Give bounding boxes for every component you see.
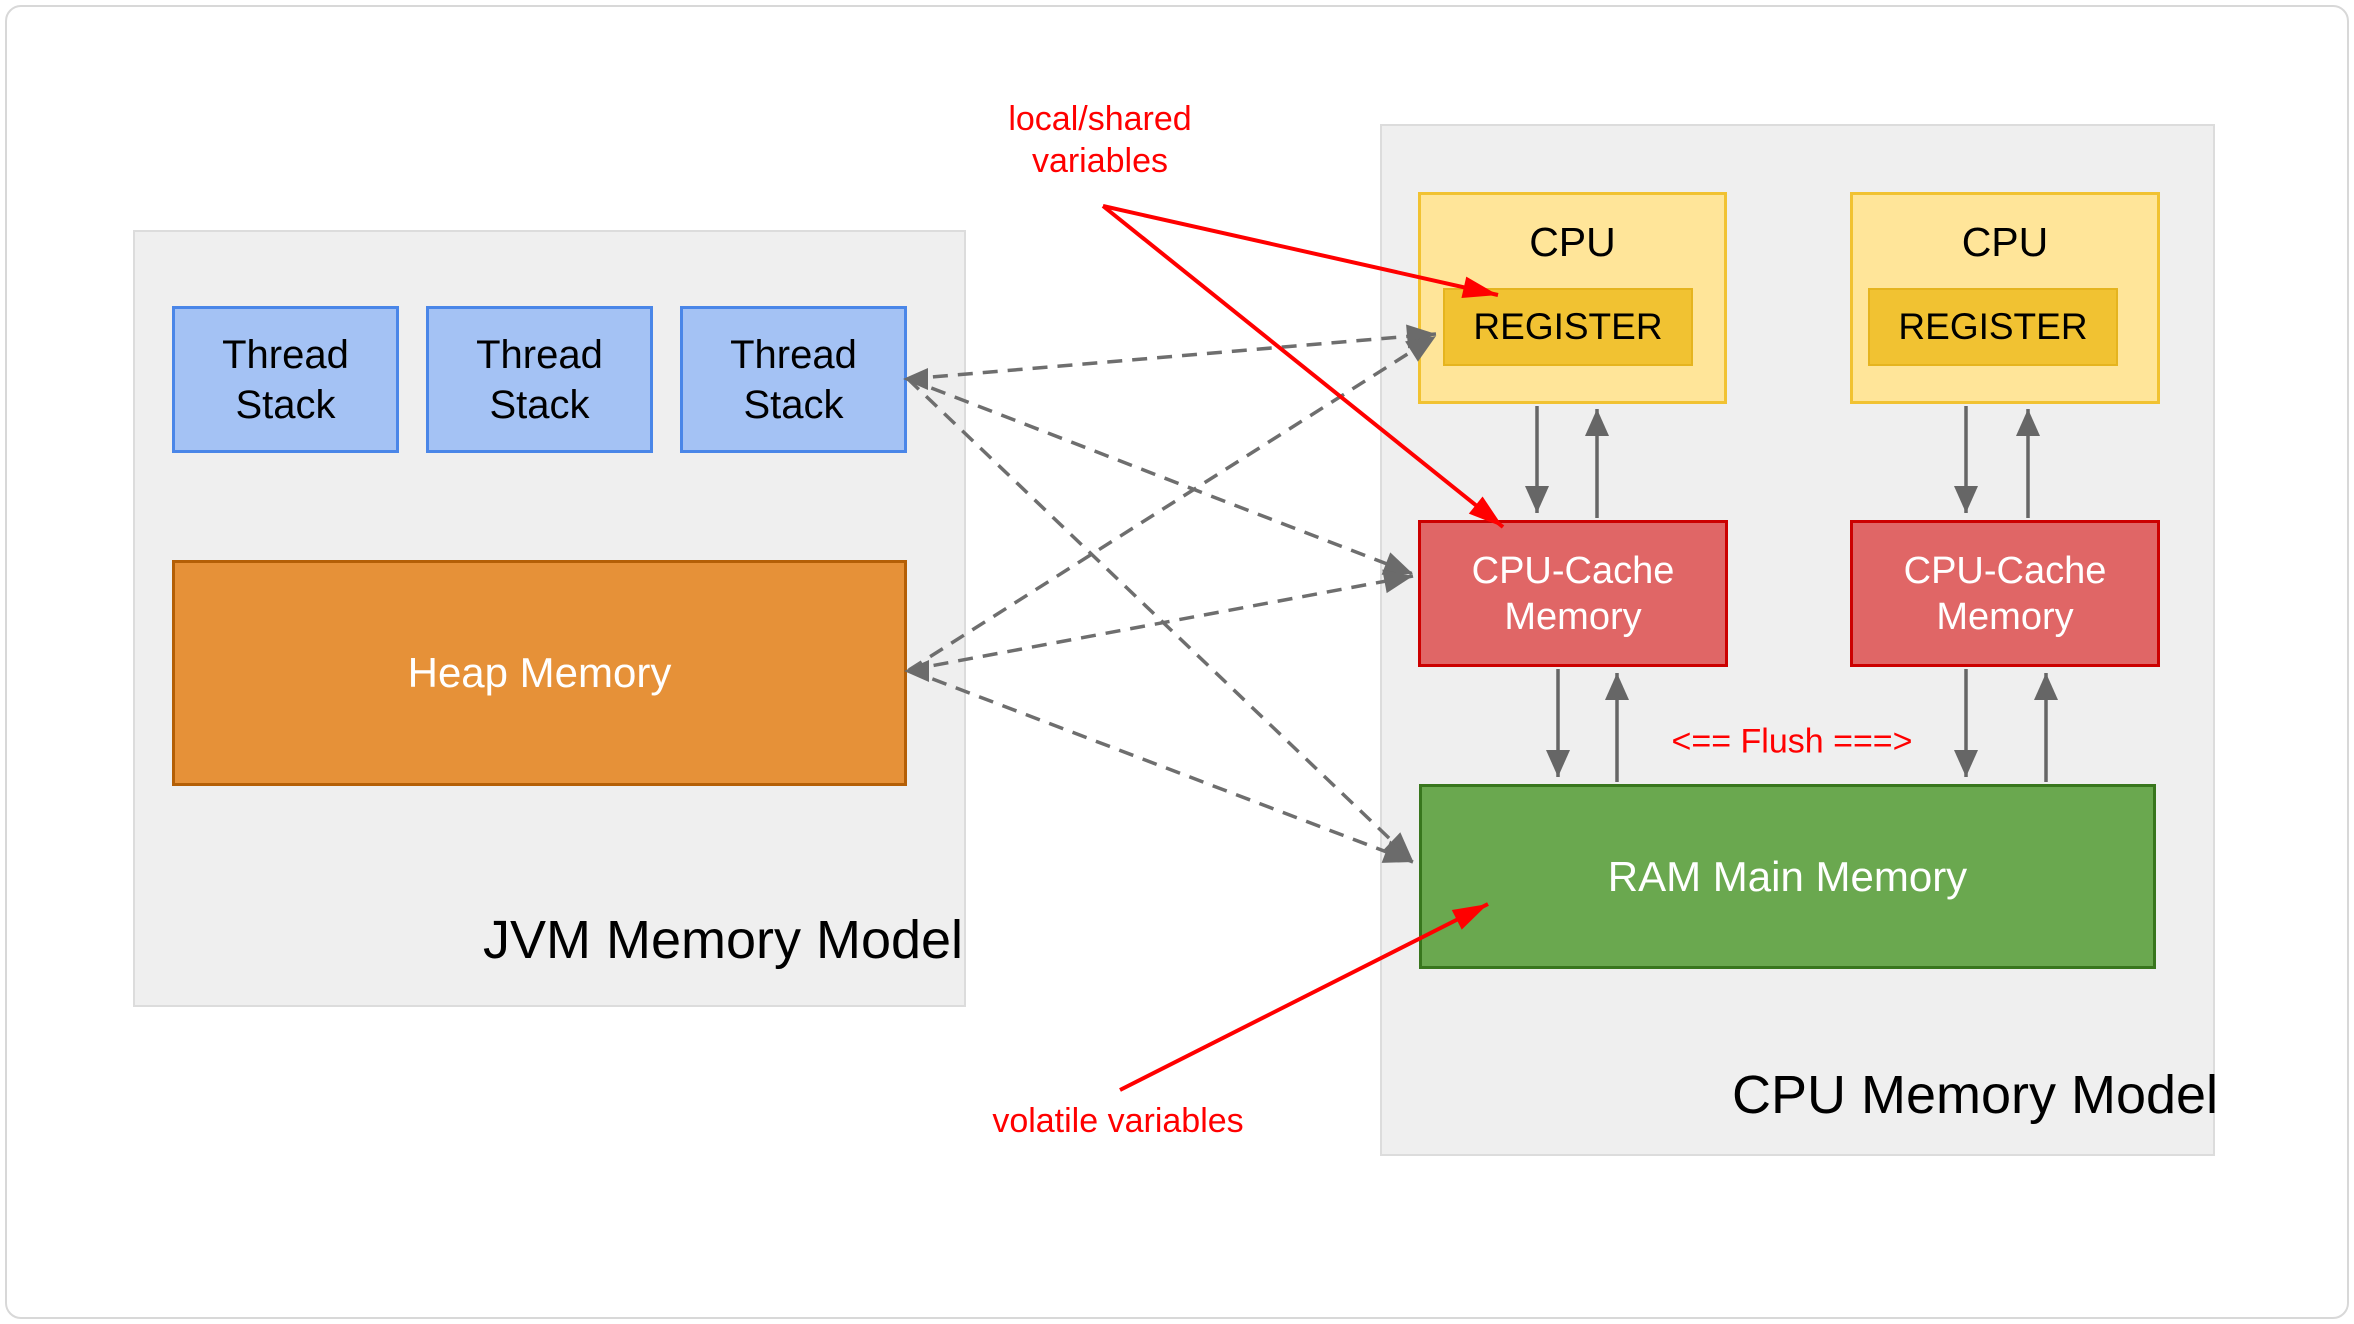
register-label: REGISTER — [1898, 306, 2088, 347]
heap-memory-box: Heap Memory — [172, 560, 907, 786]
local-shared-variables-label: local/shared variables — [1008, 100, 1192, 180]
heap-memory-label: Heap Memory — [407, 649, 672, 696]
register-box-1: REGISTER — [1443, 288, 1693, 366]
register-label: REGISTER — [1473, 306, 1663, 347]
cpu-cache-box-1: CPU-Cache Memory — [1418, 520, 1728, 667]
cpu-label: CPU — [1961, 219, 2049, 265]
jvm-model-title: JVM Memory Model — [482, 910, 964, 970]
ram-main-memory-box: RAM Main Memory — [1419, 784, 2156, 969]
canvas-border — [5, 5, 2349, 1319]
cpu-cache-label: CPU-Cache Memory — [1471, 549, 1675, 638]
ram-main-memory-label: RAM Main Memory — [1607, 852, 1968, 900]
cpu-cache-label: CPU-Cache Memory — [1903, 549, 2107, 638]
flush-annotation: <== Flush ===> — [1671, 722, 1913, 761]
volatile-variables-annotation: volatile variables — [918, 1100, 1318, 1142]
thread-stack-label: Thread Stack — [222, 332, 349, 427]
local-shared-variables-annotation: local/shared variables — [960, 98, 1240, 182]
cpu-label: CPU — [1529, 219, 1616, 265]
register-box-2: REGISTER — [1868, 288, 2118, 366]
thread-stack-box-3: Thread Stack — [680, 306, 907, 453]
thread-stack-box-2: Thread Stack — [426, 306, 653, 453]
cpu-cache-box-2: CPU-Cache Memory — [1850, 520, 2160, 667]
cpu-model-title: CPU Memory Model — [1731, 1065, 2219, 1125]
thread-stack-label: Thread Stack — [730, 332, 857, 427]
volatile-variables-label: volatile variables — [992, 1102, 1244, 1140]
thread-stack-box-1: Thread Stack — [172, 306, 399, 453]
thread-stack-label: Thread Stack — [476, 332, 603, 427]
